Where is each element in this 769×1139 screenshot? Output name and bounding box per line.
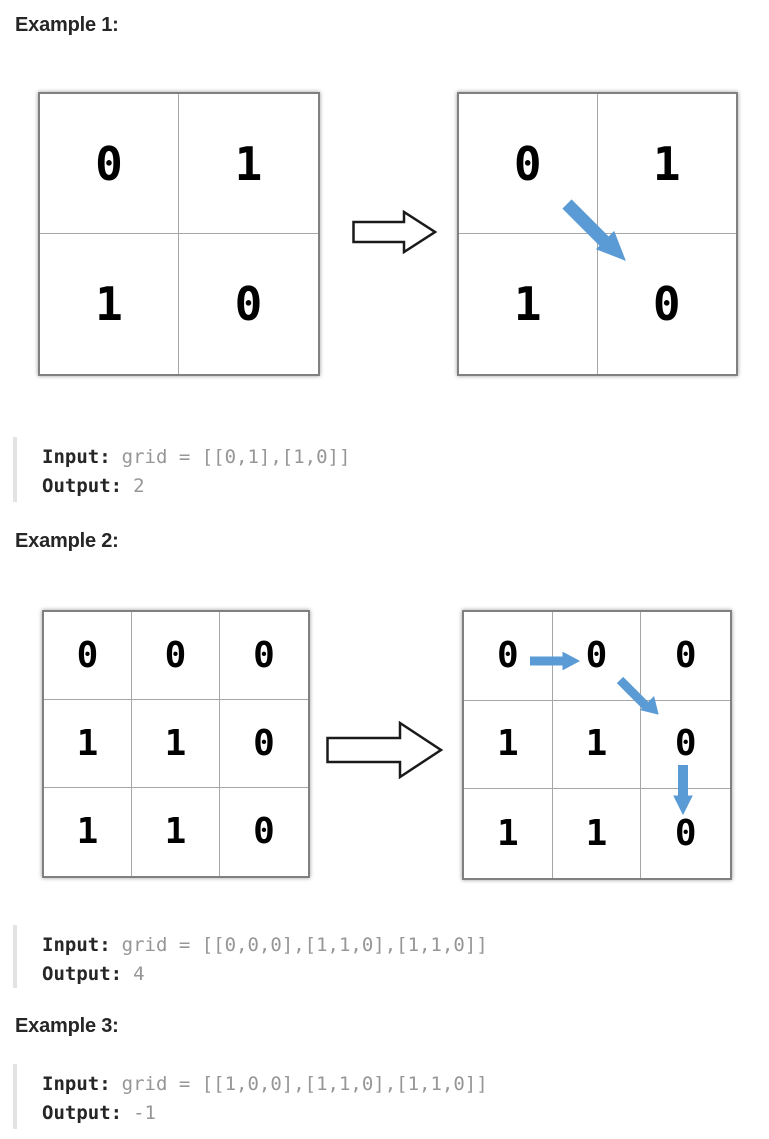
grid-cell: 1 — [44, 788, 132, 876]
example-3-output-line: Output: -1 — [42, 1099, 733, 1128]
input-value: grid = [[1,0,0],[1,1,0],[1,1,0]] — [121, 1073, 488, 1095]
grid-cell: 1 — [132, 788, 220, 876]
example-2-output-line: Output: 4 — [42, 960, 733, 989]
example-1-input-line: Input: grid = [[0,1],[1,0]] — [42, 443, 733, 472]
grid-cell: 1 — [464, 789, 553, 878]
input-value: grid = [[0,1],[1,0]] — [121, 446, 351, 468]
grid-cell: 1 — [464, 700, 553, 790]
grid-cell: 0 — [234, 277, 263, 331]
grid-cell: 0 — [652, 277, 681, 331]
example-3-input-line: Input: grid = [[1,0,0],[1,1,0],[1,1,0]] — [42, 1070, 733, 1099]
output-label: Output: — [42, 1102, 123, 1124]
input-value: grid = [[0,0,0],[1,1,0],[1,1,0]] — [121, 934, 488, 956]
grid-cell: 1 — [40, 234, 179, 374]
example-2-code-block: Input: grid = [[0,0,0],[1,1,0],[1,1,0]] O… — [13, 925, 733, 988]
grid-cell: 0 — [220, 700, 308, 788]
input-label: Input: — [42, 446, 111, 468]
example-1-code-block: Input: grid = [[0,1],[1,0]] Output: 2 — [13, 437, 733, 502]
grid-cell: 0 — [220, 612, 308, 700]
grid-cell: 1 — [553, 789, 642, 878]
grid-cell: 1 — [179, 94, 318, 234]
example-3-heading: Example 3: — [15, 1015, 119, 1037]
grid-cell: 1 — [597, 94, 736, 234]
input-label: Input: — [42, 1073, 111, 1095]
output-value: 2 — [133, 475, 145, 497]
example-2-heading: Example 2: — [15, 530, 119, 552]
grid-cell: 0 — [464, 612, 553, 701]
grid-cell: 0 — [253, 811, 275, 852]
output-label: Output: — [42, 963, 123, 985]
output-value: -1 — [133, 1102, 156, 1124]
input-label: Input: — [42, 934, 111, 956]
grid-cell: 0 — [459, 94, 598, 234]
grid-cell: 0 — [552, 612, 642, 701]
grid-cell: 0 — [44, 612, 132, 700]
transform-arrow-icon — [352, 210, 437, 254]
grid-cell: 0 — [132, 612, 220, 700]
output-label: Output: — [42, 475, 123, 497]
grid-cell: 1 — [552, 700, 642, 790]
example-1-heading: Example 1: — [15, 14, 119, 36]
transform-arrow-icon — [326, 721, 444, 779]
example-2-input-line: Input: grid = [[0,0,0],[1,1,0],[1,1,0]] — [42, 931, 733, 960]
output-value: 4 — [133, 963, 145, 985]
grid-cell: 0 — [641, 612, 730, 701]
grid-cell: 1 — [132, 700, 220, 788]
grid-cell: 0 — [641, 701, 730, 790]
grid-cell: 1 — [44, 700, 132, 788]
grid-cell: 1 — [459, 234, 598, 374]
grid-cell: 0 — [40, 94, 179, 234]
example-3-code-block: Input: grid = [[1,0,0],[1,1,0],[1,1,0]] O… — [13, 1064, 733, 1129]
example-1-output-line: Output: 2 — [42, 472, 733, 501]
grid-cell: 0 — [674, 812, 697, 854]
